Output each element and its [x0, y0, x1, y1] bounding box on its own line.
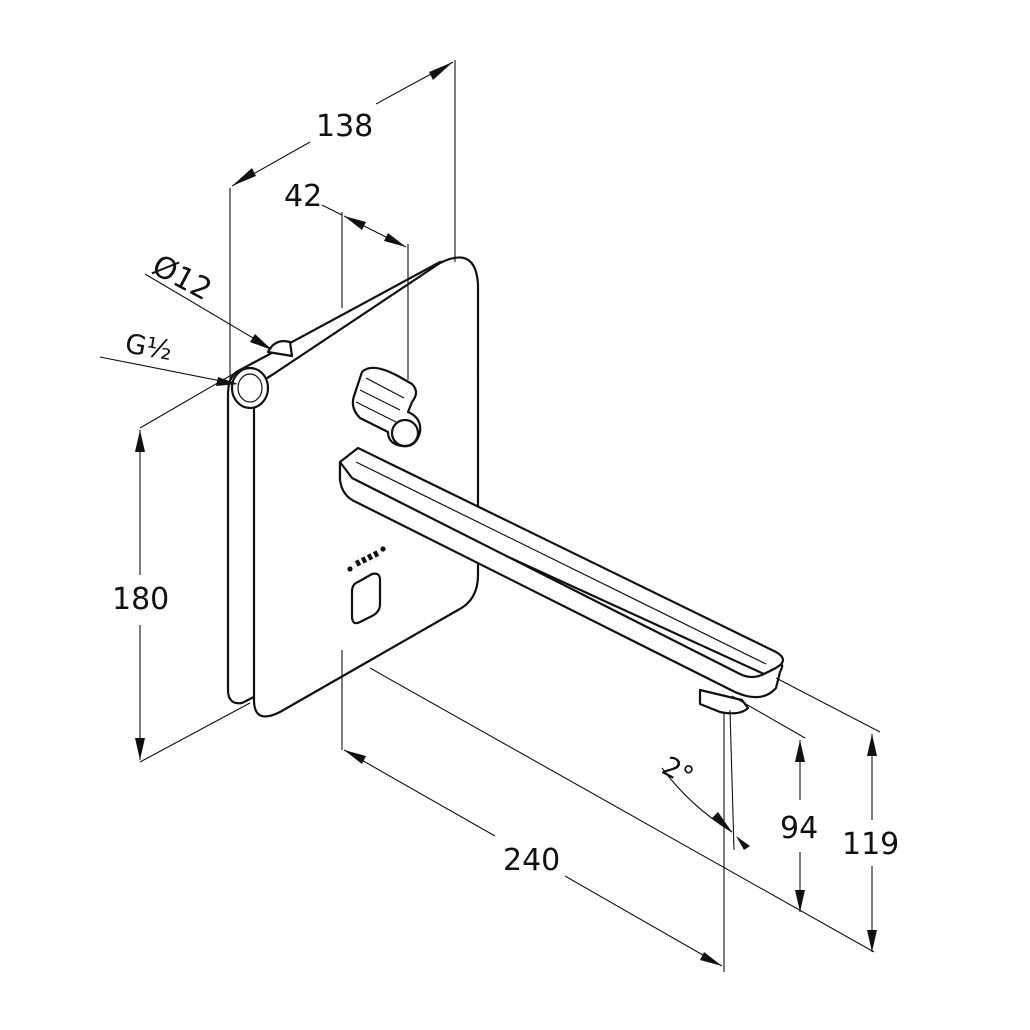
dim-180-label: 180 — [112, 582, 169, 617]
dim-42-label: 42 — [284, 179, 322, 214]
dim-angle-label: 2° — [657, 751, 699, 793]
status-leds — [347, 546, 386, 572]
dim-138-label: 138 — [316, 109, 373, 144]
aerator — [698, 688, 750, 715]
dim-119-label: 119 — [842, 827, 899, 862]
dimension-labels: 138 42 Ø12 G½ 180 240 2° 94 119 — [112, 109, 899, 878]
spout — [338, 446, 785, 715]
sensor — [347, 546, 386, 625]
dimension-lines — [99, 60, 881, 972]
dim-thread-label: G½ — [123, 328, 175, 367]
sensor-window — [350, 572, 382, 625]
dim-diameter-12-label: Ø12 — [146, 248, 217, 308]
dim-94-label: 94 — [780, 811, 818, 846]
dim-240-label: 240 — [503, 843, 560, 878]
temperature-knob — [351, 366, 422, 448]
